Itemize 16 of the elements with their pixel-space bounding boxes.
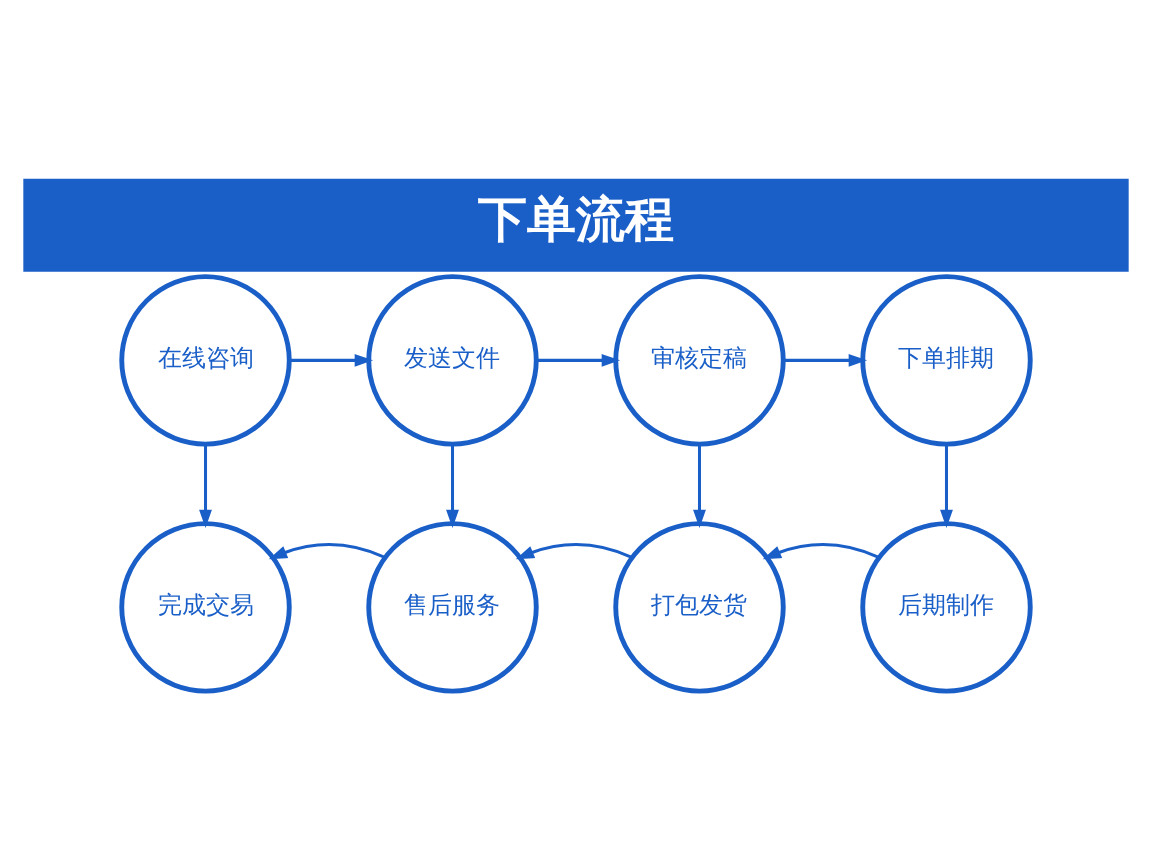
arrow bbox=[515, 542, 633, 559]
arrow bbox=[693, 443, 706, 528]
node-circle: 下单排期 bbox=[860, 273, 1033, 447]
arrow bbox=[762, 542, 880, 559]
arrow bbox=[289, 353, 374, 367]
arrow bbox=[446, 443, 459, 528]
node-circle: 在线咨询 bbox=[119, 273, 292, 447]
diagram-title: 下单流程 bbox=[478, 190, 675, 248]
arrow bbox=[536, 353, 621, 367]
arrow bbox=[268, 542, 386, 559]
arrow bbox=[199, 443, 212, 528]
node-circle: 发送文件 bbox=[366, 273, 539, 447]
node-circle: 审核定稿 bbox=[613, 273, 786, 447]
arrow bbox=[940, 443, 953, 528]
node-circle: 后期制作 bbox=[860, 520, 1033, 694]
arrow bbox=[783, 353, 868, 367]
